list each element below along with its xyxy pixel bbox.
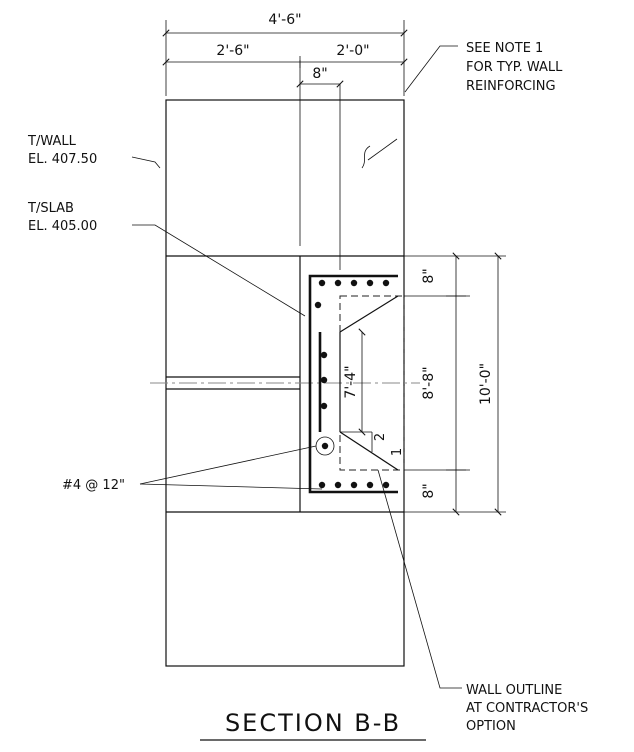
overall-width-dim: 4'-6" [268, 12, 301, 28]
wall-outline-note: WALL OUTLINE AT CONTRACTOR'S OPTION [466, 683, 588, 734]
wall-thickness-dim: 8" [312, 66, 327, 82]
svg-text:T/SLAB: T/SLAB [27, 201, 74, 216]
svg-text:AT CONTRACTOR'S: AT CONTRACTOR'S [466, 701, 588, 716]
see-note-label: SEE NOTE 1 FOR TYP. WALL REINFORCING [466, 41, 563, 94]
slope-rise-label: 2 [373, 433, 388, 441]
rebar-label: #4 @ 12" [62, 478, 125, 493]
wall-outline [165, 60, 405, 667]
right-width-dim: 2'-0" [336, 43, 369, 59]
tslab-elevation-label: T/SLAB EL. 405.00 [27, 201, 97, 234]
haunch-height-dim: 7'-4" [343, 365, 359, 398]
slope-run-label: 1 [390, 448, 405, 456]
total-height-dim: 10'-0" [478, 363, 494, 405]
leader-lines [131, 45, 462, 689]
svg-text:EL. 405.00: EL. 405.00 [28, 219, 97, 234]
svg-text:FOR TYP. WALL: FOR TYP. WALL [466, 60, 563, 75]
svg-text:SEE NOTE 1: SEE NOTE 1 [466, 41, 543, 56]
rebar-dots [314, 279, 390, 489]
slab-strip [166, 376, 300, 390]
rebar-cage [308, 274, 399, 494]
top-slab-dim: 8" [421, 268, 437, 283]
svg-text:T/WALL: T/WALL [27, 134, 77, 149]
twall-elevation-label: T/WALL EL. 407.50 [27, 134, 97, 167]
dimension-lines-right [358, 252, 506, 516]
svg-text:OPTION: OPTION [466, 719, 516, 734]
dimension-lines-top [162, 20, 408, 96]
middle-dim: 8'-8" [421, 366, 437, 399]
left-width-dim: 2'-6" [216, 43, 249, 59]
bottom-slab-dim: 8" [421, 483, 437, 498]
svg-text:EL. 407.50: EL. 407.50 [28, 152, 97, 167]
svg-text:WALL OUTLINE: WALL OUTLINE [466, 683, 562, 698]
section-title: SECTION B-B [225, 709, 401, 737]
svg-text:REINFORCING: REINFORCING [466, 79, 556, 94]
